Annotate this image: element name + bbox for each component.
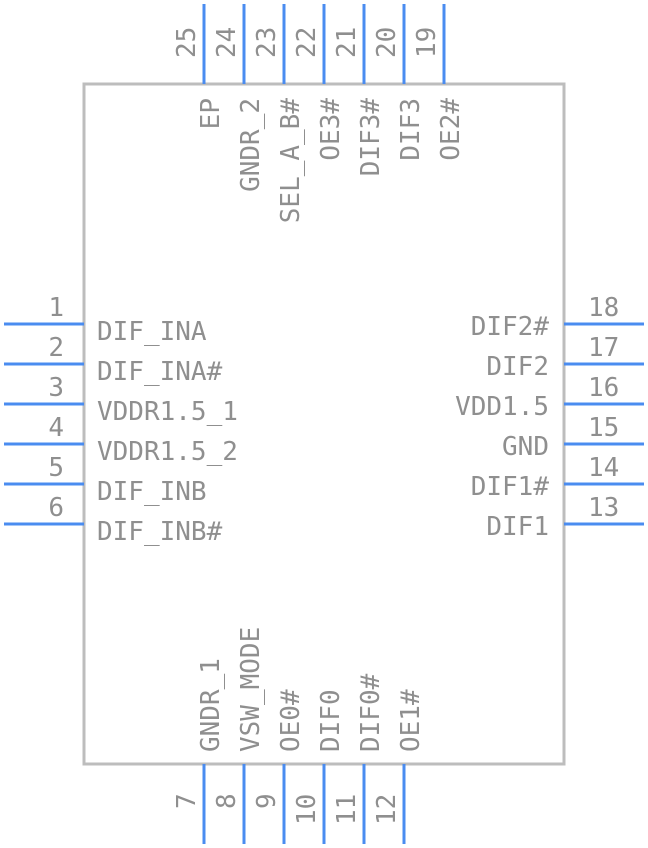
pin-name-15: GND (502, 432, 549, 462)
pin-name-25: EP (196, 98, 226, 129)
pin-number-22: 22 (292, 27, 322, 58)
pin-lines (4, 4, 644, 844)
top-pin-numbers: 19 20 21 22 23 24 25 (172, 27, 442, 58)
pin-number-1: 1 (48, 293, 64, 323)
pin-number-16: 16 (588, 373, 619, 403)
pin-number-17: 17 (588, 333, 619, 363)
pin-name-21: DIF3# (356, 98, 386, 177)
pin-name-1: DIF_INA (97, 317, 207, 347)
pin-number-11: 11 (332, 794, 362, 825)
pin-name-19: OE2# (436, 98, 466, 161)
pin-name-20: DIF3 (396, 98, 426, 161)
pin-number-8: 8 (212, 793, 242, 809)
bottom-pin-names: GNDR_1 VSW_MODE OE0# DIF0 DIF0# OE1# (196, 627, 426, 752)
pin-name-17: DIF2 (486, 352, 549, 382)
pin-number-2: 2 (48, 333, 64, 363)
pin-number-24: 24 (212, 27, 242, 58)
pin-number-12: 12 (372, 794, 402, 825)
pin-number-19: 19 (412, 27, 442, 58)
pin-number-20: 20 (372, 27, 402, 58)
pin-number-13: 13 (588, 493, 619, 523)
pin-number-25: 25 (172, 27, 202, 58)
right-pins: 13 14 15 16 17 18 DIF1 DIF1# GND VDD1.5 … (455, 293, 619, 542)
pin-name-7: GNDR_1 (196, 658, 226, 752)
pin-name-13: DIF1 (486, 512, 549, 542)
pin-name-24: GNDR_2 (236, 98, 266, 192)
pin-number-3: 3 (48, 373, 64, 403)
pin-name-14: DIF1# (471, 472, 550, 502)
pin-name-16: VDD1.5 (455, 392, 549, 422)
pin-name-6: DIF_INB# (97, 517, 223, 547)
pin-name-4: VDDR1.5_2 (97, 437, 238, 467)
pin-name-22: OE3# (316, 98, 346, 161)
pin-number-4: 4 (48, 413, 64, 443)
pin-number-18: 18 (588, 293, 619, 323)
pin-name-11: DIF0# (356, 673, 386, 752)
pin-number-23: 23 (252, 27, 282, 58)
pin-number-14: 14 (588, 453, 619, 483)
pin-name-2: DIF_INA# (97, 357, 223, 387)
pin-number-7: 7 (172, 793, 202, 809)
pin-name-12: OE1# (396, 689, 426, 752)
pin-name-8: VSW_MODE (236, 627, 266, 752)
left-pins: 1 2 3 4 5 6 DIF_INA DIF_INA# VDDR1.5_1 V… (48, 293, 238, 547)
pin-name-9: OE0# (276, 689, 306, 752)
pin-name-3: VDDR1.5_1 (97, 397, 238, 427)
pin-name-5: DIF_INB (97, 477, 207, 507)
pin-number-15: 15 (588, 413, 619, 443)
pin-number-10: 10 (292, 794, 322, 825)
pin-number-6: 6 (48, 493, 64, 523)
pin-number-5: 5 (48, 453, 64, 483)
pin-number-9: 9 (252, 793, 282, 809)
pin-name-23: SEL_A_B# (276, 98, 306, 224)
top-pin-names: OE2# DIF3 DIF3# OE3# SEL_A_B# GNDR_2 EP (196, 98, 466, 224)
pin-name-10: DIF0 (316, 689, 346, 752)
pin-number-21: 21 (332, 27, 362, 58)
pin-name-18: DIF2# (471, 312, 550, 342)
bottom-pin-numbers: 7 8 9 10 11 12 (172, 793, 402, 825)
